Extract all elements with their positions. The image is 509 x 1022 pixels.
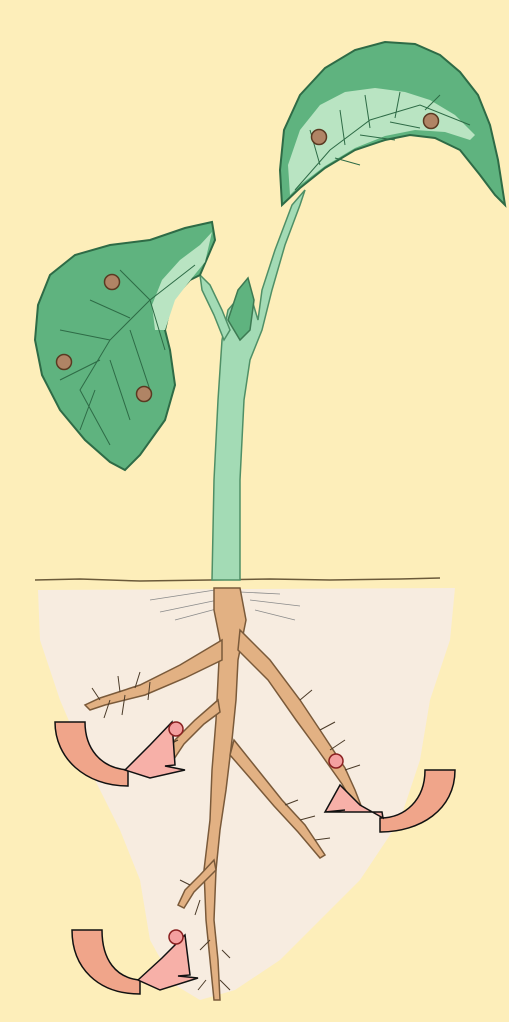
root-dot bbox=[329, 754, 343, 768]
leaf-dot bbox=[312, 130, 327, 145]
leaf-dot bbox=[105, 275, 120, 290]
leaf-dot bbox=[424, 114, 439, 129]
leaf-dot bbox=[57, 355, 72, 370]
root-dot bbox=[169, 722, 183, 736]
leaf-dot bbox=[137, 387, 152, 402]
root-dot bbox=[169, 930, 183, 944]
